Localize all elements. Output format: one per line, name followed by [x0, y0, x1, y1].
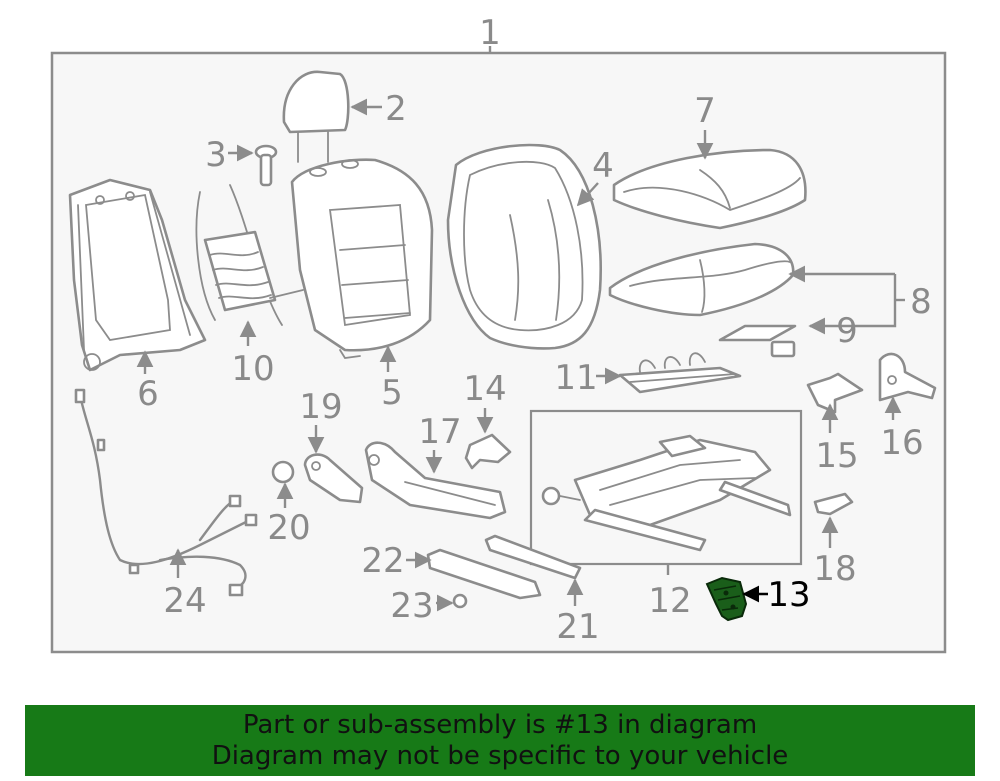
callout-15: 15: [815, 436, 858, 476]
banner-line-1: Part or sub-assembly is #13 in diagram: [242, 709, 758, 740]
cushion-cover-part[interactable]: [612, 148, 807, 230]
lumbar-support-part[interactable]: [195, 184, 304, 326]
callout-14: 14: [463, 369, 506, 409]
callout-23: 23: [390, 586, 433, 626]
callout-10: 10: [231, 349, 274, 389]
side-shield-part[interactable]: [878, 352, 937, 402]
callout-21: 21: [556, 607, 599, 647]
cushion-bracket-part[interactable]: [718, 324, 797, 358]
callout-16: 16: [880, 423, 923, 463]
assembly-frame: [50, 51, 947, 654]
plug-part[interactable]: [452, 593, 468, 609]
callout-22: 22: [361, 541, 404, 581]
callout-1: 1: [479, 13, 501, 53]
recliner-handle-part[interactable]: [464, 433, 512, 470]
callout-3: 3: [205, 135, 227, 175]
callout-18: 18: [813, 549, 856, 589]
callout-4: 4: [592, 146, 614, 186]
headrest-guide-part[interactable]: [254, 144, 278, 187]
backrest-cover-part[interactable]: [446, 143, 602, 350]
backrest-frame-part[interactable]: [68, 178, 207, 372]
seat-adjuster-box: [529, 409, 803, 566]
cushion-spring-part[interactable]: [618, 352, 742, 394]
callout-20: 20: [267, 508, 310, 548]
callout-5: 5: [381, 373, 403, 413]
callout-13: 13: [767, 575, 810, 615]
callout-24: 24: [163, 581, 206, 621]
callout-11: 11: [554, 358, 597, 398]
callout-12: 12: [648, 581, 691, 621]
seat-adjuster-part[interactable]: [541, 434, 792, 552]
callout-17: 17: [418, 412, 461, 452]
latch-part[interactable]: [813, 492, 854, 516]
banner-line-2: Diagram may not be specific to your vehi…: [211, 740, 789, 771]
highlighted-part-13[interactable]: [705, 576, 748, 622]
backrest-pad-part[interactable]: [290, 158, 434, 359]
callout-9: 9: [836, 311, 858, 351]
info-banner: Part or sub-assembly is #13 in diagram D…: [25, 705, 975, 776]
seat-parts-diagram: 1 6 10 2 3 5: [50, 13, 947, 654]
callout-7: 7: [694, 91, 716, 131]
trim-cover-part[interactable]: [303, 453, 364, 504]
callout-8: 8: [910, 282, 932, 322]
outer-shield-part[interactable]: [364, 441, 507, 520]
callout-2: 2: [385, 89, 407, 129]
rail-cover-part[interactable]: [484, 534, 582, 580]
wiring-harness-part[interactable]: [74, 388, 258, 597]
headrest-part[interactable]: [282, 70, 350, 163]
callout-6: 6: [137, 374, 159, 414]
seat-bracket-left-part[interactable]: [806, 372, 864, 414]
cap-part[interactable]: [271, 460, 295, 484]
callout-19: 19: [299, 387, 342, 427]
